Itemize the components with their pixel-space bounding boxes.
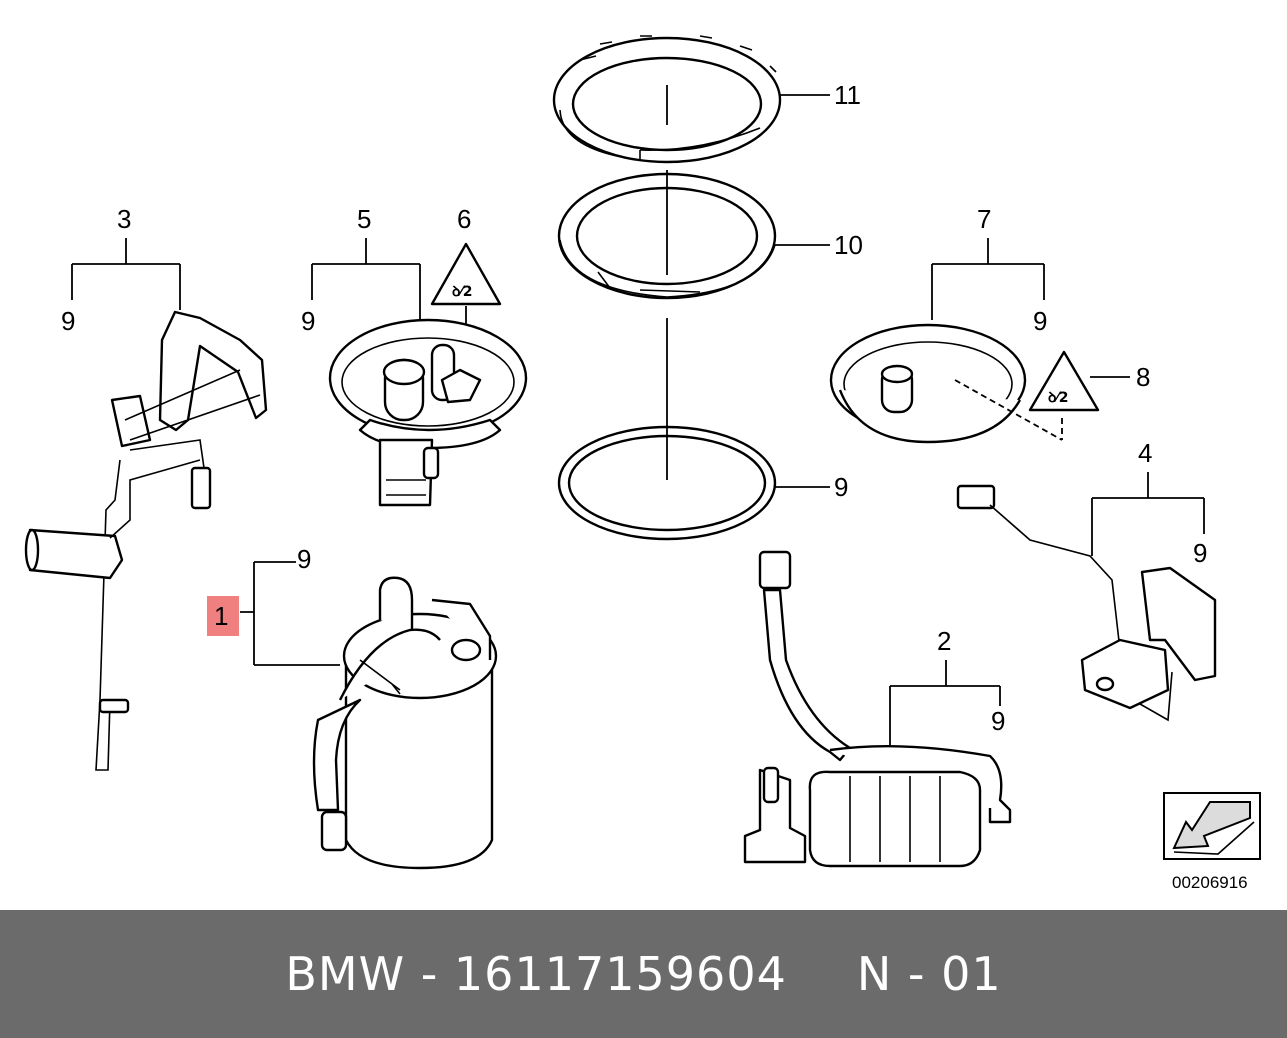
part-9-oring — [557, 425, 777, 541]
part-4-sensor — [956, 484, 1217, 722]
callout-2: 2 — [937, 626, 951, 656]
callout-9-c: 9 — [1033, 306, 1047, 336]
parts-diagram: 11 10 9 3 9 5 9 6 ꝺ⁄2 — [24, 35, 1261, 892]
callout-9-b: 9 — [301, 306, 315, 336]
bracket-4 — [1091, 472, 1205, 556]
bracket-1 — [240, 561, 340, 666]
part-1-fuel-pump — [312, 576, 498, 870]
part-5-flange — [328, 318, 528, 507]
part-2-fuel-filter — [743, 550, 1012, 868]
bracket-5 — [311, 238, 421, 322]
callout-9-d: 9 — [1193, 538, 1207, 568]
callout-6: 6 — [457, 204, 471, 234]
bracket-2 — [889, 660, 1001, 745]
callout-9-e: 9 — [297, 544, 311, 574]
callout-3: 3 — [117, 204, 131, 234]
callout-8: 8 — [1136, 362, 1150, 392]
callout-5: 5 — [357, 204, 371, 234]
part-8-warning-label: ꝺ⁄2 — [1028, 350, 1100, 412]
leader — [954, 379, 1063, 441]
label-glyph: ꝺ⁄2 — [1048, 390, 1068, 406]
callout-11: 11 — [834, 80, 861, 110]
part-6-warning-label: ꝺ⁄2 — [430, 242, 502, 306]
callout-7: 7 — [977, 204, 991, 234]
bracket-7 — [931, 238, 1045, 320]
diagram-number: 00206916 — [1172, 873, 1248, 892]
part-7-flange — [829, 323, 1027, 444]
label-glyph: ꝺ⁄2 — [452, 284, 472, 300]
callout-1-highlight — [207, 596, 239, 636]
callout-1: 1 — [214, 601, 228, 631]
footer-bar: BMW - 16117159604 N - 01 — [0, 910, 1287, 1038]
callout-4: 4 — [1138, 438, 1152, 468]
part-3-sensor — [24, 310, 268, 771]
reference-text: N - 01 — [856, 947, 1002, 1001]
callout-10: 10 — [834, 230, 863, 260]
part-number-text: BMW - 16117159604 — [285, 947, 787, 1001]
callout-9-f: 9 — [991, 706, 1005, 736]
orientation-arrow-box — [1163, 792, 1261, 860]
callout-9-center: 9 — [834, 472, 848, 502]
bracket-3 — [71, 238, 181, 310]
callout-9-a: 9 — [61, 306, 75, 336]
